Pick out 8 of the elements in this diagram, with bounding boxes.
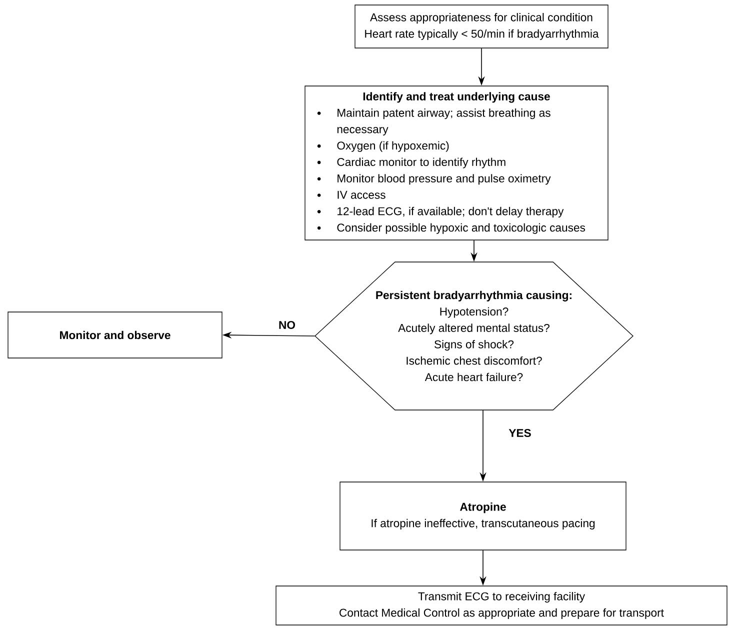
edge-label: NO (277, 320, 297, 330)
process-box: Monitor and observe (8, 312, 222, 358)
edge-label: YES (507, 428, 533, 438)
process-box: Atropine If atropine ineffective, transcutaneous pacing (340, 482, 626, 550)
process-box: Assess appropriateness for clinical condition Heart rate typically < 50/min if bradyarrhythmia (354, 4, 608, 48)
process-box: Transmit ECG to receiving facility Contact Medical Control as appropriate and prepare for transport (276, 586, 728, 626)
decision-hexagon: Persistent bradyarrhythmia causing: Hypotension? Acutely altered mental status? Signs of shock? Ischemic chest discomfort? Acute heart failure? (314, 262, 634, 410)
process-box: Identify and treat underlying cause Maintain patent airway; assist breathing as necessary Oxygen (if hypoxemic) Cardiac monitor to identify rhythm Monitor blood pressure and pulse oximetry IV access 12-lead ECG, if available; don't delay therapy Consider possible hypoxic and toxicologic causes (304, 86, 608, 240)
